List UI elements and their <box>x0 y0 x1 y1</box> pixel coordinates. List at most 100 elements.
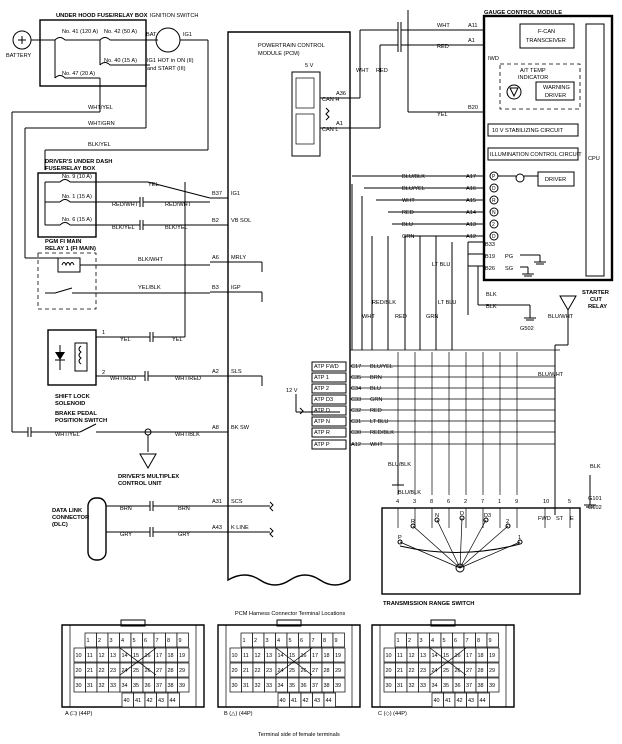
connector-pin-number: 11 <box>243 653 249 659</box>
gauge-b20: B20 <box>468 105 478 111</box>
trs-position-label: 2 <box>506 519 509 525</box>
trs-position-label: P <box>398 535 402 541</box>
connector-cell <box>323 692 336 708</box>
connector-cell <box>333 677 346 693</box>
wire-wht-yel-1: WHT/YEL <box>88 105 113 111</box>
wire-red-wht-2: RED/WHT <box>165 202 192 208</box>
connector-pin-number: 38 <box>478 683 484 689</box>
starter-title3: RELAY <box>588 304 607 310</box>
trs-pin-number: 3 <box>413 499 416 505</box>
connector-pin-number: 31 <box>397 683 403 689</box>
trs-g102: G102 <box>588 505 602 511</box>
atp-signal: ATP N <box>314 419 330 425</box>
wire-wht-red-1: WHT/RED <box>110 376 136 382</box>
trs-pin-number: 4 <box>396 499 399 505</box>
connector-pin-number: 12 <box>99 653 105 659</box>
trs-title: TRANSMISSION RANGE SWITCH <box>383 601 474 607</box>
wire-gry-1: GRY <box>120 532 132 538</box>
gauge-stab: 10 V STABILIZING CIRCUIT <box>492 128 564 134</box>
connector-pin-number: 28 <box>478 668 484 674</box>
connector-pin-number: 26 <box>301 668 307 674</box>
connector-pin-number: 33 <box>266 683 272 689</box>
dlc-connector: DATA LINK CONNECTOR (DLC) <box>52 497 107 561</box>
connector-pin-number: 40 <box>280 698 286 704</box>
connector-pin-number: 15 <box>443 653 449 659</box>
connector-pin-number: 5 <box>133 638 136 644</box>
shift-lock-title2: SOLENOID <box>55 401 85 407</box>
connector-pin-number: 41 <box>445 698 451 704</box>
gauge-input-symbol: D <box>492 234 496 240</box>
pcm-5v: 5 V <box>305 63 314 69</box>
shift-lock-title1: SHIFT LOCK <box>55 394 91 400</box>
connector-pin-number: 34 <box>122 683 128 689</box>
connector-pin-number: 20 <box>76 668 82 674</box>
gauge-cpu: CPU <box>588 156 600 162</box>
brake-title2: POSITION SWITCH <box>55 418 107 424</box>
connector-pin-number: 25 <box>289 668 295 674</box>
connector-title: PCM Harness Connector Terminal Locations <box>235 611 345 617</box>
connector-outline <box>217 624 361 708</box>
gauge-input-wire: BLU/BLK <box>402 174 425 180</box>
trs-pin-number: 1 <box>498 499 501 505</box>
wire-blk-2: BLK <box>486 304 497 310</box>
connector-latch <box>120 619 146 627</box>
connector-pin-number: 32 <box>255 683 261 689</box>
gauge-input-wire: WHT <box>402 198 415 204</box>
wire-blk-yel: BLK/YEL <box>88 142 111 148</box>
trs-position-line <box>459 519 487 569</box>
connector-pin-number: 34 <box>432 683 438 689</box>
pcm-a36: A36 <box>336 91 346 97</box>
connector-pin-number: 27 <box>312 668 318 674</box>
label-red: RED <box>395 314 407 320</box>
connector-cross <box>275 647 313 676</box>
dash-box-title2: FUSE/RELAY BOX <box>45 166 95 172</box>
connector-pin-number: 9 <box>335 638 338 644</box>
gauge-input-term: A17 <box>466 174 476 180</box>
connector-pin-number: 36 <box>301 683 307 689</box>
pcm-pin-term: A6 <box>212 255 219 261</box>
wire-wht-grn: WHT/GRN <box>88 121 115 127</box>
connector-pin-number: 43 <box>314 698 320 704</box>
gauge-warn1: WARNING <box>543 85 570 91</box>
wire-blu-wht: BLU/WHT <box>548 314 574 320</box>
wire-wht-yel-2: WHT/YEL <box>55 432 80 438</box>
trs-position-line <box>412 525 461 569</box>
atp-term: C17 <box>351 364 361 370</box>
connector-pin-number: 44 <box>326 698 332 704</box>
gauge-input-wire: BLU <box>402 222 413 228</box>
connector-pin-number: 36 <box>145 683 151 689</box>
connector-pin-number: 30 <box>232 683 238 689</box>
connector-pin-number: 6 <box>144 638 147 644</box>
connector-pin-number: 14 <box>432 653 438 659</box>
wire-blk-g502: BLK <box>486 292 497 298</box>
connector-pin-number: 19 <box>335 653 341 659</box>
connector-cell <box>487 647 500 663</box>
pcm-pin-signal: VB SOL <box>231 218 251 224</box>
atp-wire-color: RED <box>370 408 382 414</box>
gauge-input-circle <box>489 195 499 205</box>
trs-position-line <box>436 519 461 569</box>
connector-pin-number: 4 <box>277 638 280 644</box>
connector-cell <box>486 632 499 648</box>
label-lt-blu-2: LT BLU <box>432 262 450 268</box>
connector-pin-number: 42 <box>147 698 153 704</box>
wire-blk-yel-1: BLK/YEL <box>112 225 135 231</box>
trs-pin-number: 10 <box>543 499 549 505</box>
connector-pin-number: 2 <box>98 638 101 644</box>
pcm-12v: 12 V <box>286 388 298 394</box>
connector-pin-number: 44 <box>170 698 176 704</box>
fuse-1-label: No. 1 (15 A) <box>62 194 92 200</box>
atp-wire-color: BRN <box>370 375 382 381</box>
trs-pin-number: 8 <box>430 499 433 505</box>
trs-position-line <box>399 541 461 569</box>
gauge-atf2: INDICATOR <box>518 75 548 81</box>
connector-pin-number: 6 <box>454 638 457 644</box>
gauge-input-symbol: P <box>492 174 496 180</box>
connector-pin-number: 37 <box>312 683 318 689</box>
pcm-pin-signal: SCS <box>231 499 243 505</box>
wire-yel-2: YEL <box>120 337 131 343</box>
gauge-sg: SG <box>505 266 513 272</box>
atp-term: A12 <box>351 442 361 448</box>
connector-pin-number: 29 <box>335 668 341 674</box>
